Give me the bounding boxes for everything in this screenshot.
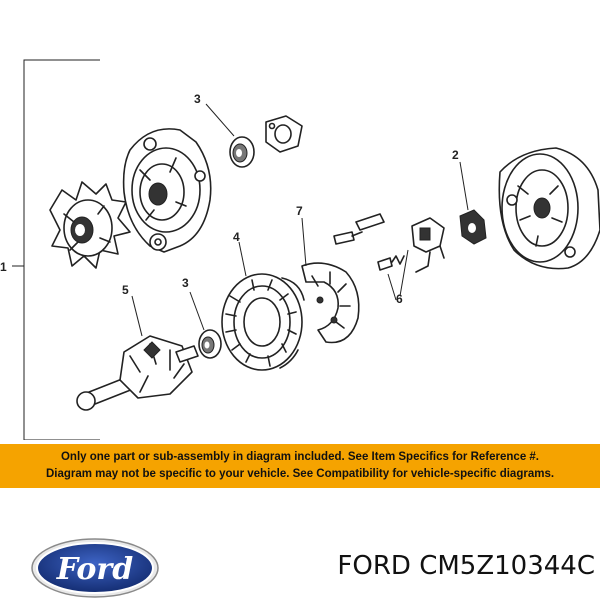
brush-parts: [333, 213, 445, 273]
callout-3-upper: 3: [194, 92, 201, 106]
notice-banner: Only one part or sub-assembly in diagram…: [0, 444, 600, 488]
notice-line-1: Only one part or sub-assembly in diagram…: [60, 451, 540, 463]
front-housing: [122, 128, 212, 253]
bearing-retainer: [265, 115, 303, 153]
bearing-lower: [198, 329, 222, 359]
bearing-upper: [229, 136, 255, 168]
regulator: [459, 209, 487, 245]
ford-logo: Ford: [31, 538, 159, 598]
fan-pulley: [49, 181, 131, 269]
notice-line-2: Diagram may not be specific to your vehi…: [45, 468, 555, 480]
rear-housing: [498, 147, 600, 270]
callout-6: 6: [396, 292, 403, 306]
ford-logo-text: Ford: [56, 552, 133, 587]
alternator-exploded-diagram: 1 3 4: [0, 59, 600, 440]
callout-1: 1: [0, 260, 7, 274]
callout-7: 7: [296, 204, 303, 218]
assembly-bracket: [12, 59, 100, 440]
callout-5: 5: [122, 283, 129, 297]
callout-2: 2: [452, 148, 459, 162]
callout-4: 4: [233, 230, 240, 244]
rectifier: [301, 262, 360, 344]
callout-3-lower: 3: [182, 276, 189, 290]
rotor: [76, 335, 199, 411]
part-number-label: FORD CM5Z10344C: [337, 551, 595, 581]
stator: [221, 273, 305, 371]
